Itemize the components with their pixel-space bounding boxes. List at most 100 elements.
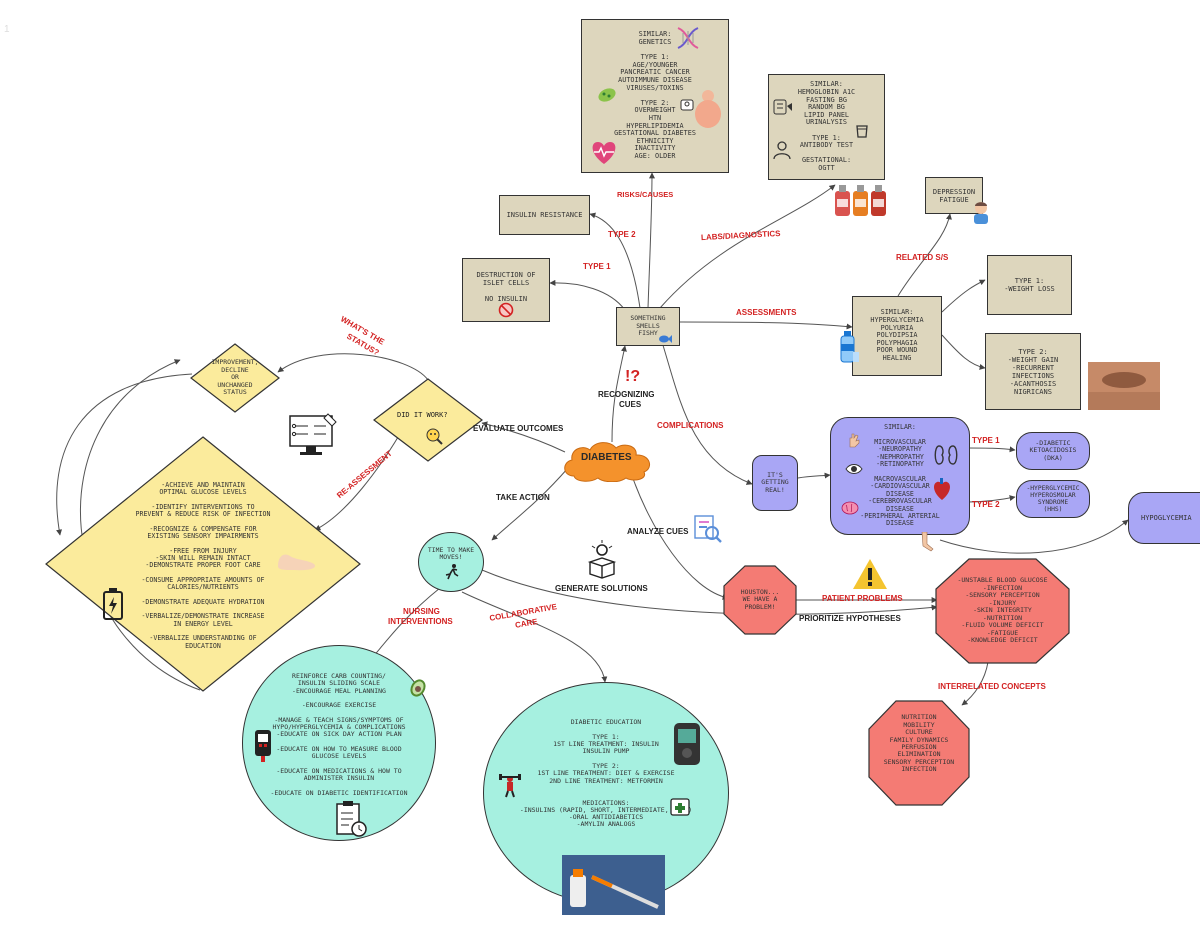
interrelated-octagon (868, 700, 970, 810)
link-fishy-risks (647, 172, 655, 309)
dna-icon (674, 24, 702, 56)
link-comp-hypo (939, 519, 1129, 554)
medicine-box-icon (669, 795, 691, 821)
label-nursing-1: NURSING (403, 607, 440, 616)
insulin-pump-icon (672, 721, 702, 771)
link-comp-dka (967, 446, 1016, 453)
type1-weight-text: TYPE 1: -WEIGHT LOSS (1004, 277, 1055, 293)
link-fishy-assess (679, 321, 853, 330)
diabetes-cloud (564, 442, 651, 482)
doctor-icon (772, 140, 792, 164)
outcomes-diamond (44, 435, 362, 697)
foot-icon (274, 548, 318, 576)
risks-causes-text: SIMILAR: GENETICS TYPE 1: AGE/YOUNGER PA… (614, 30, 696, 160)
improvement-text: IMPROVEMENT, DECLINE OR UNCHANGED STATUS (211, 358, 259, 397)
label-exclaim: !? (625, 368, 641, 385)
brain-icon (841, 500, 859, 519)
type2-assessment-box: TYPE 2: -WEIGHT GAIN -RECURRENT INFECTIO… (985, 333, 1081, 410)
interrelated-text-wrap: NUTRITION MOBILITY CULTURE FAMILY DYNAMI… (872, 712, 966, 776)
clipboard-clock-icon (334, 800, 368, 842)
patient-problems-text-wrap: -UNSTABLE BLOOD GLUCOSE -INFECTION -SENS… (945, 570, 1060, 652)
link-assess-related (897, 213, 952, 297)
water-bottle-icon (838, 330, 860, 368)
fish-icon (658, 329, 672, 348)
time-to-make-moves-text: TIME TO MAKE MOVES! (427, 546, 475, 562)
link-diabetes-fishy (611, 345, 627, 443)
hhs-box: -HYPERGLYCEMIC HYPEROSMOLAR SYNDROME (HH… (1016, 480, 1090, 518)
link-time-problems (481, 569, 938, 615)
improvement-text-wrap: IMPROVEMENT, DECLINE OR UNCHANGED STATUS (205, 358, 265, 397)
kidneys-icon (933, 444, 959, 470)
time-to-make-moves-circle: TIME TO MAKE MOVES! (418, 532, 484, 592)
label-interrelated-concepts: INTERRELATED CONCEPTS (938, 682, 1046, 691)
corner-mark: 1 (4, 24, 10, 35)
patient-problems-octagon (935, 558, 1070, 668)
tired-person-icon (970, 200, 992, 228)
did-it-work-label: DID IT WORK? (397, 411, 448, 419)
depression-fatigue-text: DEPRESSION FATIGUE (932, 187, 976, 204)
label-comp-type2: TYPE 2 (972, 500, 1000, 509)
hypoglycemia-box: HYPOGLYCEMIA (1128, 492, 1200, 544)
link-outcomes-loop (79, 359, 201, 691)
hand-icon (847, 432, 861, 452)
label-generate-solutions: GENERATE SOLUTIONS (555, 584, 648, 593)
running-person-icon (444, 563, 460, 585)
depression-fatigue-box: DEPRESSION FATIGUE (925, 177, 983, 214)
drink-bottles-icon (833, 183, 889, 221)
something-fishy-box: SOMETHING SMELLS FISHY (616, 307, 680, 346)
link-didwork-improve (277, 353, 429, 381)
link-fishy-itsreal (661, 341, 753, 485)
glucometer-icon (252, 728, 276, 768)
battery-icon (100, 587, 126, 625)
label-related-ss: RELATED S/S (896, 253, 949, 262)
acanthosis-neck-photo (1088, 362, 1160, 414)
label-complications: COMPLICATIONS (657, 421, 724, 430)
label-type2: TYPE 2 (608, 230, 636, 239)
hhs-text: -HYPERGLYCEMIC HYPEROSMOLAR SYNDROME (HH… (1026, 484, 1080, 514)
type2-assessment-text: TYPE 2: -WEIGHT GAIN -RECURRENT INFECTIO… (1007, 347, 1059, 396)
its-getting-real-box: IT'S GETTING REAL! (752, 455, 798, 511)
cup-icon (855, 123, 869, 142)
assessments-box: SIMILAR: HYPERGLYCEMIA POLYURIA POLYDIPS… (852, 296, 942, 376)
patient-problems-text: -UNSTABLE BLOOD GLUCOSE -INFECTION -SENS… (957, 576, 1048, 645)
link-fishy-labs (659, 184, 836, 309)
label-assessments: ASSESSMENTS (736, 308, 797, 317)
houston-text-wrap: HOUSTON... WE HAVE A PROBLEM! (730, 585, 790, 615)
no-symbol-icon (498, 302, 514, 322)
something-fishy-text: SOMETHING SMELLS FISHY (630, 314, 666, 338)
dka-box: -DIABETIC KETOACIDOSIS (DKA) (1016, 432, 1090, 470)
labs-diagnostics-box: SIMILAR: HEMOGLOBIN A1C FASTING BG RANDO… (768, 74, 885, 180)
person-overweight-icon (692, 88, 724, 134)
link-itsreal-comp (797, 472, 831, 479)
dka-text: -DIABETIC KETOACIDOSIS (DKA) (1029, 438, 1077, 462)
label-patient-problems: PATIENT PROBLEMS (822, 594, 903, 603)
its-getting-real-text: IT'S GETTING REAL! (761, 470, 789, 494)
label-recognizing-2: CUES (619, 400, 642, 409)
hypoglycemia-label: HYPOGLYCEMIA (1141, 514, 1192, 522)
collaborative-care-text: DIABETIC EDUCATION TYPE 1: 1ST LINE TREA… (519, 718, 692, 829)
monitor-checklist-icon (288, 412, 340, 462)
label-risks-causes: RISKS/CAUSES (617, 190, 674, 199)
link-diabetes-didwork (481, 421, 566, 453)
link-time-collab (461, 591, 608, 683)
link-fishy-insulin (589, 212, 641, 309)
insulin-resistance-box: INSULIN RESISTANCE (499, 195, 590, 235)
link-diabetes-houston (629, 469, 729, 600)
link-comp-hhs (967, 495, 1016, 503)
leg-icon (918, 531, 934, 556)
link-diabetes-time (491, 467, 569, 541)
complications-text: SIMILAR: MICROVASCULAR -NEUROPATHY -NEPH… (860, 423, 940, 528)
eye-icon (845, 460, 863, 479)
syringe-vial-photo (562, 855, 665, 919)
did-it-work-diamond (373, 378, 483, 466)
blood-test-icon (772, 98, 794, 120)
nursing-interventions-text: REINFORCE CARB COUNTING/ INSULIN SLIDING… (270, 671, 408, 797)
label-prioritize-hypotheses: PRIORITIZE HYPOTHESES (799, 614, 901, 623)
assessments-text: SIMILAR: HYPERGLYCEMIA POLYURIA POLYDIPS… (870, 308, 924, 362)
outcomes-text: -ACHIEVE AND MAINTAIN OPTIMAL GLUCOSE LE… (135, 481, 271, 650)
weightlifter-icon (498, 772, 522, 802)
outcomes-text-wrap: -ACHIEVE AND MAINTAIN OPTIMAL GLUCOSE LE… (108, 476, 298, 656)
labs-diagnostics-text: SIMILAR: HEMOGLOBIN A1C FASTING BG RANDO… (797, 80, 856, 172)
